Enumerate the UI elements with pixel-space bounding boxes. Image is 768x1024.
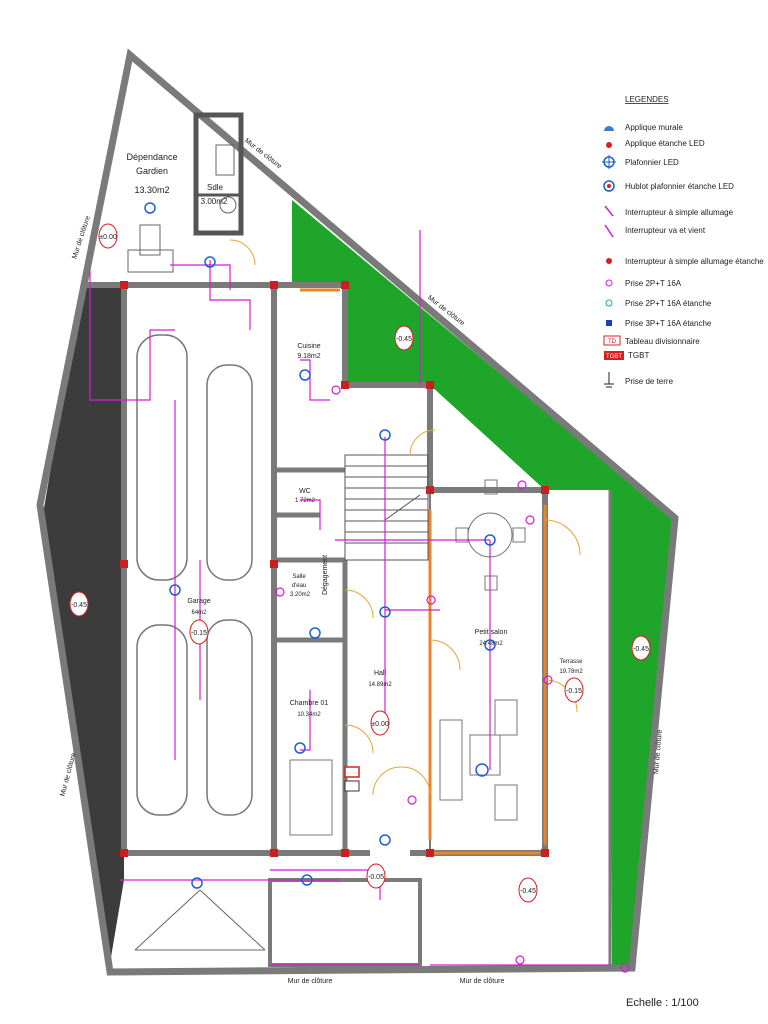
single-switch-icon <box>604 205 614 217</box>
staircase <box>344 454 429 561</box>
hall-label: Hall <box>374 670 387 677</box>
wall-light-icon <box>604 126 614 131</box>
svg-text:TD: TD <box>608 339 617 345</box>
level-marker: ±0.00 <box>98 223 118 249</box>
level-marker: -0.45 <box>69 591 89 617</box>
paved-area <box>42 285 124 975</box>
waterproof-wall-light-icon <box>606 142 612 148</box>
two-way-switch-icon <box>604 224 614 238</box>
level-marker: -0.05 <box>366 863 386 889</box>
hall-area: 14.89m2 <box>368 682 392 688</box>
porthole-light-icon <box>603 180 615 192</box>
sockets <box>275 385 630 973</box>
svg-text:-0.15: -0.15 <box>191 630 207 637</box>
level-marker: -0.45 <box>394 325 414 351</box>
svg-text:±0.00: ±0.00 <box>371 721 389 728</box>
garage-label: Garage <box>187 598 210 605</box>
fence-label: Mur de clôture <box>653 729 664 774</box>
legend-item-label: Applique étanche LED <box>625 139 705 148</box>
dependance-building <box>127 112 244 273</box>
legend-item-label: Tableau divisionnaire <box>625 337 700 346</box>
salle-eau-label-2: d'eau <box>292 583 307 589</box>
waterproof-switch-icon <box>606 258 612 264</box>
svg-text:-0.45: -0.45 <box>633 646 649 653</box>
level-marker: -0.15 <box>189 619 209 645</box>
plot-boundary-wall <box>36 48 679 976</box>
legend-item-label: Interrupteur à simple allumage <box>625 208 734 217</box>
petit-salon-area: 24.48m2 <box>479 641 503 647</box>
wc-area: 1.72m2 <box>295 498 316 504</box>
ceiling-light-icon <box>602 155 616 169</box>
wc-label: WC <box>299 488 311 495</box>
level-marker: -0.15 <box>564 677 584 703</box>
cuisine-area: 9.18m2 <box>297 353 320 360</box>
svg-text:TGBT: TGBT <box>606 354 622 360</box>
legend-item-label: Plafonnier LED <box>625 158 679 167</box>
electrical-wiring <box>89 230 610 966</box>
level-markers: ±0.00 -0.45 -0.45 -0.15 ±0.00 -0.05 -0.4… <box>69 223 651 903</box>
svg-text:-0.15: -0.15 <box>566 688 582 695</box>
salle-eau-label-1: Salle <box>292 574 306 580</box>
petit-salon-label: Petit salon <box>475 629 508 636</box>
fence-label: Mur de clôture <box>288 978 333 985</box>
svg-text:±0.00: ±0.00 <box>99 234 117 241</box>
legend-item-label: Interrupteur va et vient <box>625 226 706 235</box>
ground-icon <box>604 372 614 388</box>
legend-title: LEGENDES <box>625 95 669 104</box>
svg-text:-0.45: -0.45 <box>71 602 87 609</box>
door-swings <box>229 239 581 796</box>
cuisine-label: Cuisine <box>297 343 320 350</box>
legend-item-label: Hublot plafonnier étanche LED <box>625 182 734 191</box>
electrical-panels <box>344 766 360 792</box>
degagement-label: Dégagement <box>322 555 329 595</box>
garage-gate <box>134 889 266 951</box>
waterproof-socket-icon <box>605 299 613 307</box>
salle-eau-area: 3.20m2 <box>290 592 311 598</box>
scale-label: Echelle : 1/100 <box>626 997 699 1009</box>
terrasse-label: Terrasse <box>559 659 583 665</box>
level-marker: -0.45 <box>631 635 651 661</box>
garage-cars <box>136 334 253 816</box>
legend-symbols: TD TGBT <box>602 126 624 388</box>
ceiling-lights <box>144 202 496 889</box>
svg-text:-0.45: -0.45 <box>520 888 536 895</box>
legend-item-label: Prise 2P+T 16A <box>625 279 682 288</box>
socket-icon <box>605 279 613 287</box>
legend: LEGENDES TD TGBT Applique murale Appliqu… <box>602 95 764 388</box>
window-frames <box>300 288 547 855</box>
room-labels: Dépendance Gardien 13.30m2 Sdle 3.00m2 C… <box>126 152 583 718</box>
three-phase-socket-icon <box>606 320 612 326</box>
dependance-label-2: Gardien <box>136 166 168 176</box>
fence-label: Mur de clôture <box>460 978 505 985</box>
legend-item-label: TGBT <box>628 351 649 360</box>
legend-item-label: Prise de terre <box>625 377 674 386</box>
main-panel-icon: TGBT <box>604 351 624 360</box>
garage-area: 64m2 <box>191 610 207 616</box>
wall-posts <box>120 281 549 857</box>
level-marker: ±0.00 <box>370 710 390 736</box>
dependance-area: 13.30m2 <box>134 185 169 195</box>
fence-label: Mur de clôture <box>59 752 77 797</box>
svg-text:-0.05: -0.05 <box>368 874 384 881</box>
dependance-label-1: Dépendance <box>126 152 177 162</box>
svg-text:-0.45: -0.45 <box>396 336 412 343</box>
legend-item-label: Prise 2P+T 16A étanche <box>625 299 712 308</box>
sdle-area: 3.00m2 <box>201 197 228 206</box>
legend-item-label: Applique murale <box>625 123 683 132</box>
chambre-label: Chambre 01 <box>290 700 329 707</box>
terrasse-area: 19.78m2 <box>559 669 583 675</box>
sdle-label: Sdle <box>207 183 224 192</box>
level-marker: -0.45 <box>518 877 538 903</box>
chambre-area: 10.34m2 <box>297 712 321 718</box>
sub-panel-icon: TD <box>603 335 621 346</box>
legend-item-label: Interrupteur à simple allumage étanche <box>625 257 764 266</box>
legend-item-label: Prise 3P+T 16A étanche <box>625 319 712 328</box>
